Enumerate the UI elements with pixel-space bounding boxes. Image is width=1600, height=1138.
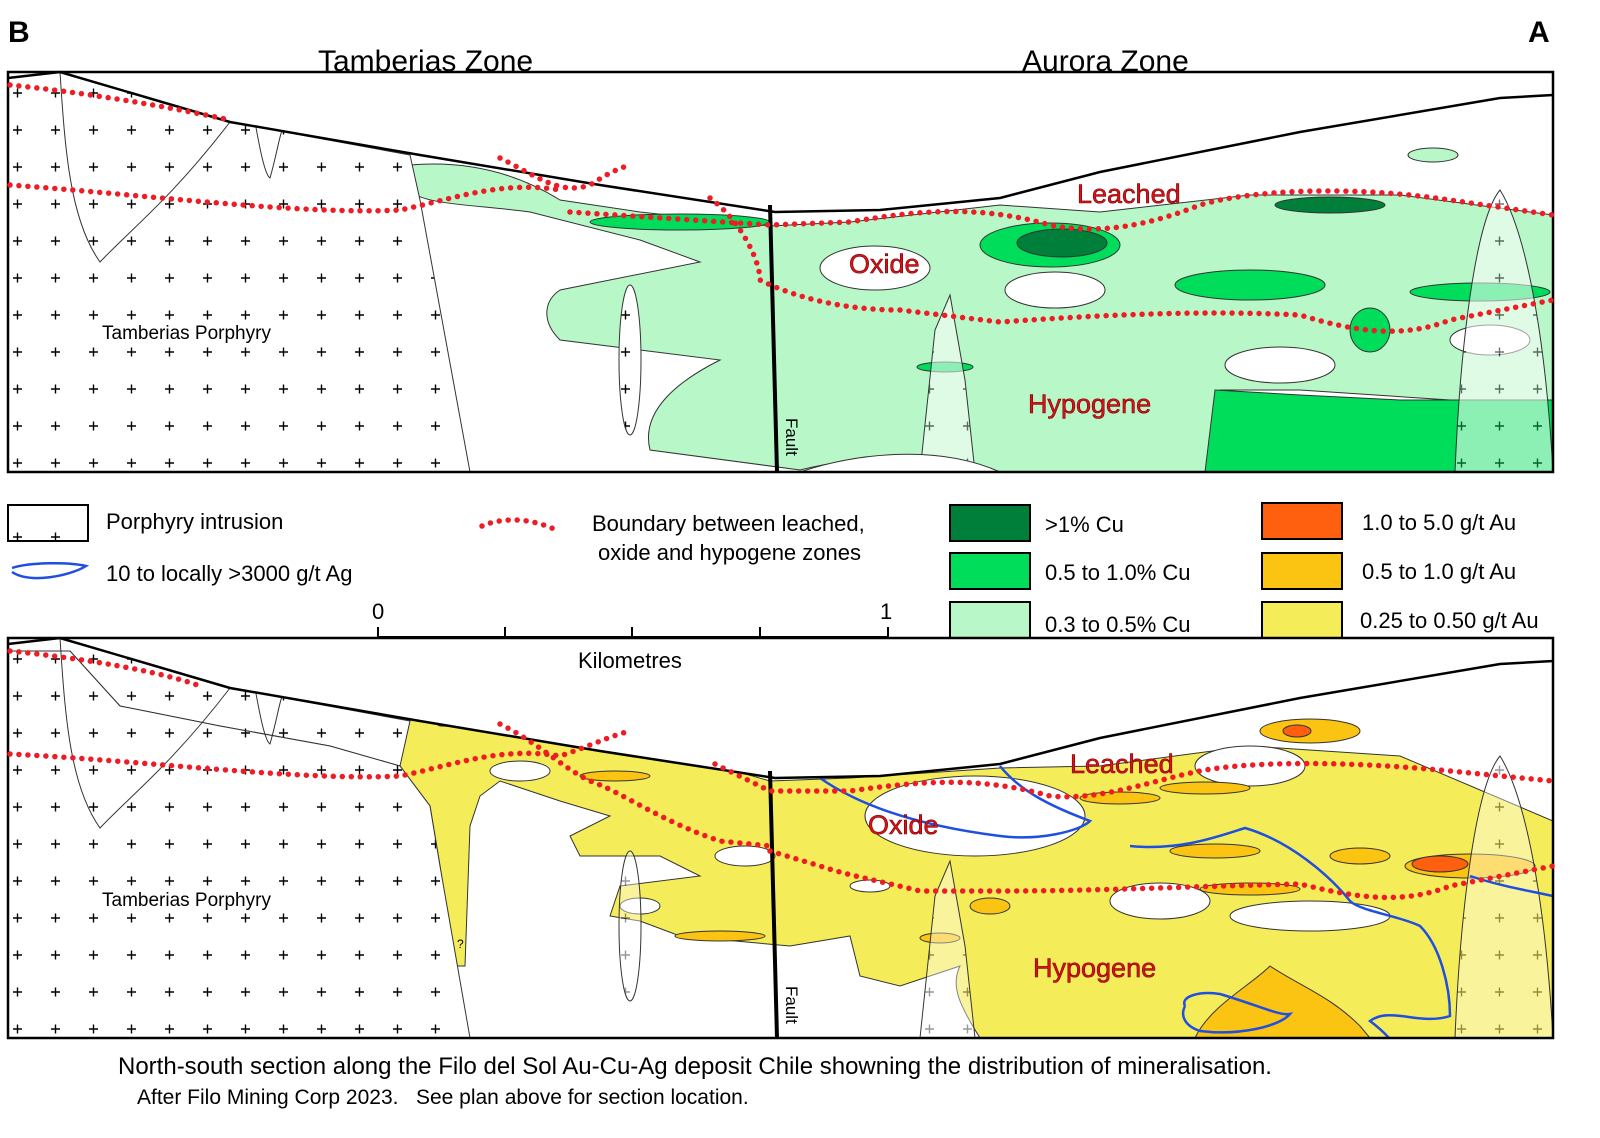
- legend-cu-low: 0.3 to 0.5% Cu: [1045, 612, 1191, 637]
- porphyry-body: [8, 72, 471, 472]
- au-mid-swatch: [1261, 552, 1343, 590]
- scale-end: 1: [880, 599, 892, 624]
- legend-au-high: 1.0 to 5.0 g/t Au: [1362, 510, 1516, 535]
- legend-au-low: 0.25 to 0.50 g/t Au: [1360, 608, 1539, 633]
- scale-start: 0: [372, 599, 384, 624]
- fault-label-bottom: Fault: [782, 986, 801, 1024]
- hypogene-label-bottom: Hypogene: [1033, 953, 1156, 983]
- oxide-label: Oxide: [849, 249, 920, 279]
- porphyry-label-bottom: Tamberias Porphyry: [102, 890, 271, 911]
- fault-label: Fault: [782, 418, 801, 456]
- boundary-line: [7, 82, 233, 123]
- au-high-swatch: [1261, 502, 1343, 540]
- legend: Porphyry intrusion 10 to locally >3000 g…: [7, 502, 1539, 639]
- porphyry-label: Tamberias Porphyry: [102, 323, 271, 344]
- legend-boundary-label-1: Boundary between leached,: [592, 511, 865, 536]
- cu-mid-swatch: [949, 552, 1031, 590]
- cu-high-swatch: [949, 504, 1031, 542]
- scale-bar: 0 1 Kilometres: [372, 599, 892, 673]
- cu-low-swatch: [949, 601, 1031, 639]
- legend-porphyry-label: Porphyry intrusion: [106, 509, 283, 534]
- copper-section-panel: Leached Oxide Hypogene Fault Tamberias P…: [6, 70, 1556, 474]
- legend-cu-mid: 0.5 to 1.0% Cu: [1045, 560, 1191, 585]
- scale-unit: Kilometres: [578, 648, 682, 673]
- leached-label: Leached: [1077, 179, 1181, 209]
- porphyry-swatch: [7, 504, 89, 542]
- legend-cu-high: >1% Cu: [1045, 512, 1124, 537]
- oxide-label-bottom: Oxide: [868, 810, 939, 840]
- silver-zone-outline: [619, 732, 681, 748]
- legend-silver-label: 10 to locally >3000 g/t Ag: [106, 561, 352, 586]
- silver-swatch-icon: [11, 561, 90, 580]
- leached-label-bottom: Leached: [1070, 749, 1174, 779]
- caption-line-2: After Filo Mining Corp 2023. See plan ab…: [137, 1086, 749, 1109]
- corner-label-a: A: [1528, 16, 1550, 49]
- legend-au-mid: 0.5 to 1.0 g/t Au: [1362, 559, 1516, 584]
- hypogene-label: Hypogene: [1028, 389, 1151, 419]
- fault-line: [768, 204, 779, 473]
- boundary-swatch-icon: [479, 517, 563, 535]
- gold-section-panel: Leached Oxide Hypogene Fault Tamberias P…: [6, 636, 1556, 1040]
- uncertain-label: ?: [457, 937, 464, 951]
- caption-line-1: North-south section along the Filo del S…: [118, 1053, 1272, 1080]
- legend-boundary-label-2: oxide and hypogene zones: [598, 540, 861, 565]
- au-low-swatch: [1261, 601, 1343, 639]
- corner-label-b: B: [8, 16, 30, 49]
